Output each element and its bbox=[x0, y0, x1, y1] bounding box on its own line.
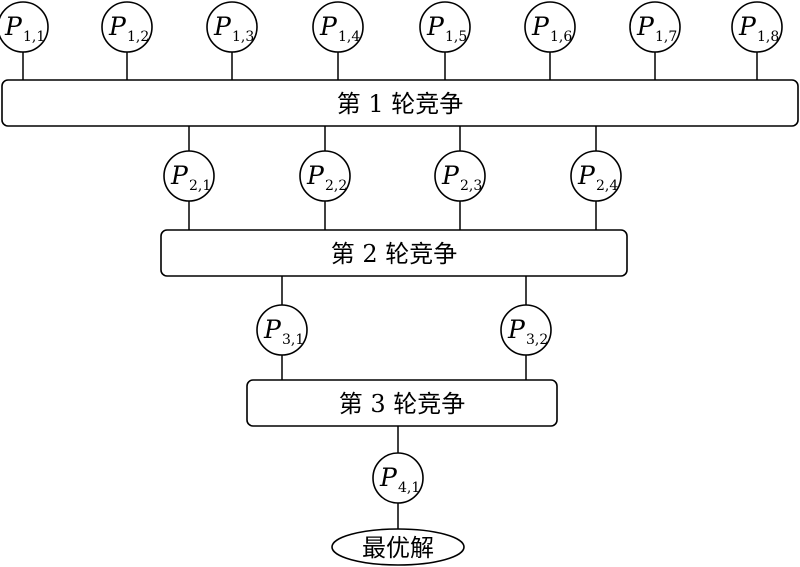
node-p-2-4: P 2,4 bbox=[570, 150, 622, 202]
node-p-2-2: P 2,2 bbox=[299, 150, 351, 202]
node-main-label: P bbox=[306, 161, 325, 190]
node-subscript: 1,5 bbox=[445, 29, 467, 45]
node-p-3-2: P 3,2 bbox=[500, 304, 552, 356]
node-p-2-3: P 2,3 bbox=[434, 150, 486, 202]
node-main-label: P bbox=[577, 161, 596, 190]
node-main-label: P bbox=[4, 12, 23, 41]
round3-input-nodes: P 3,1 P 3,2 bbox=[256, 304, 552, 356]
node-subscript: 1,3 bbox=[232, 29, 254, 45]
node-p-2-1: P 2,1 bbox=[163, 150, 215, 202]
node-main-label: P bbox=[108, 12, 127, 41]
node-p-1-2: P 1,2 bbox=[101, 1, 153, 53]
node-subscript: 1,1 bbox=[23, 29, 45, 45]
node-main-label: P bbox=[379, 463, 398, 492]
round1-input-nodes: P 1,1 P 1,2 P 1,3 P 1,4 P 1,5 P 1,6 bbox=[0, 1, 783, 53]
node-p-4-1: P 4,1 bbox=[372, 452, 424, 504]
node-main-label: P bbox=[213, 12, 232, 41]
round3-label: 第 3 轮竞争 bbox=[339, 390, 466, 418]
node-subscript: 4,1 bbox=[398, 480, 420, 496]
round1-label: 第 1 轮竞争 bbox=[337, 90, 464, 118]
round1-box: 第 1 轮竞争 bbox=[1, 79, 799, 127]
node-main-label: P bbox=[170, 161, 189, 190]
node-main-label: P bbox=[636, 12, 655, 41]
node-p-1-8: P 1,8 bbox=[731, 1, 783, 53]
node-subscript: 3,1 bbox=[282, 332, 304, 348]
node-main-label: P bbox=[507, 315, 526, 344]
node-main-label: P bbox=[426, 12, 445, 41]
node-subscript: 1,2 bbox=[127, 29, 149, 45]
node-main-label: P bbox=[319, 12, 338, 41]
node-p-1-1: P 1,1 bbox=[0, 1, 49, 53]
node-p-1-4: P 1,4 bbox=[312, 1, 364, 53]
node-p-1-7: P 1,7 bbox=[629, 1, 681, 53]
node-subscript: 1,7 bbox=[655, 29, 677, 45]
round2-label: 第 2 轮竞争 bbox=[331, 240, 458, 268]
node-p-1-6: P 1,6 bbox=[524, 1, 576, 53]
node-p-1-3: P 1,3 bbox=[206, 1, 258, 53]
node-subscript: 3,2 bbox=[526, 332, 548, 348]
node-subscript: 2,4 bbox=[596, 178, 618, 194]
round2-box: 第 2 轮竞争 bbox=[160, 229, 628, 277]
node-main-label: P bbox=[531, 12, 550, 41]
result-node: 最优解 bbox=[331, 528, 465, 566]
node-main-label: P bbox=[441, 161, 460, 190]
round3-box: 第 3 轮竞争 bbox=[246, 379, 558, 427]
node-main-label: P bbox=[738, 12, 757, 41]
node-p-1-5: P 1,5 bbox=[419, 1, 471, 53]
node-subscript: 1,4 bbox=[338, 29, 360, 45]
node-subscript: 2,3 bbox=[460, 178, 482, 194]
node-p-3-1: P 3,1 bbox=[256, 304, 308, 356]
node-subscript: 2,1 bbox=[189, 178, 211, 194]
node-subscript: 2,2 bbox=[325, 178, 347, 194]
node-subscript: 1,8 bbox=[757, 29, 779, 45]
node-main-label: P bbox=[263, 315, 282, 344]
round2-input-nodes: P 2,1 P 2,2 P 2,3 P 2,4 bbox=[163, 150, 622, 202]
result-label: 最优解 bbox=[362, 534, 434, 562]
node-subscript: 1,6 bbox=[550, 29, 572, 45]
